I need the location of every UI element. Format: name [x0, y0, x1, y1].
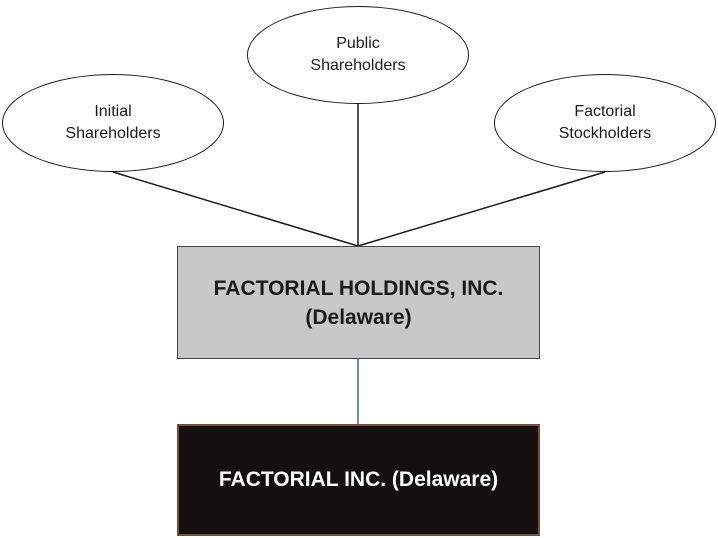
- holding-company-box: FACTORIAL HOLDINGS, INC. (Delaware): [177, 246, 540, 359]
- factorial-stockholders-node: Factorial Stockholders: [494, 74, 716, 172]
- factorial-stockholders-label: Factorial Stockholders: [558, 103, 652, 142]
- initial-shareholders-label: Initial Shareholders: [65, 103, 161, 142]
- subsidiary-box: FACTORIAL INC. (Delaware): [177, 424, 540, 536]
- connector-factorial-to-holdings: [357, 171, 606, 247]
- connector-initial-to-holdings: [112, 171, 359, 247]
- public-shareholders-label: Public Shareholders: [310, 35, 406, 74]
- holding-company-label: FACTORIAL HOLDINGS, INC. (Delaware): [213, 276, 504, 329]
- subsidiary-label: FACTORIAL INC. (Delaware): [218, 468, 499, 491]
- initial-shareholders-node: Initial Shareholders: [2, 74, 224, 172]
- public-shareholders-node: Public Shareholders: [247, 6, 469, 104]
